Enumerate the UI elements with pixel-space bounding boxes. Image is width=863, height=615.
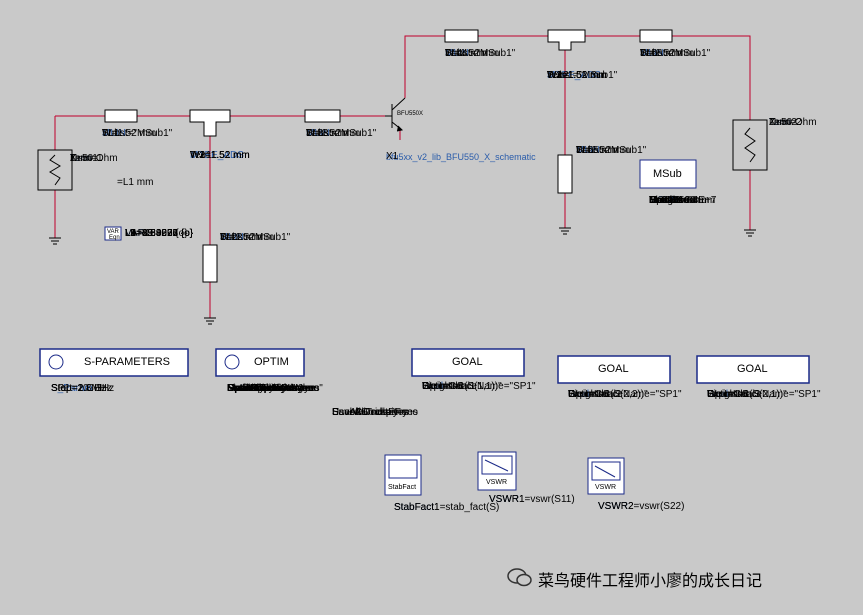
tl1-symbol (104, 109, 138, 123)
term1-type: Term (70, 153, 93, 164)
goal2-box-label: GOAL (598, 363, 629, 375)
optim-box-label: OPTIM (254, 356, 289, 368)
goal1-box-label: GOAL (452, 356, 483, 368)
tee2-symbol (547, 29, 586, 51)
watermark-text: 菜鸟硬件工程师小廖的成长日记 (538, 571, 763, 590)
term1-num-l1: =L1 mm (117, 177, 154, 188)
tl4-symbol (444, 29, 479, 43)
tl2-symbol (202, 244, 218, 283)
tl6-symbol (639, 29, 673, 43)
transistor-part: BFU550X (397, 111, 424, 117)
mlin-symbols (104, 29, 673, 283)
ground-symbols (49, 227, 756, 325)
sim-box-icons (48, 354, 240, 370)
tee-symbols (189, 29, 586, 137)
var-icon-sub: Eqn (109, 235, 120, 241)
stabfact-icon-text: StabFact (388, 484, 417, 491)
sim-boxes (39, 348, 810, 384)
vswr1-icon-text: VSWR (486, 479, 507, 486)
msub-box-label: MSub (653, 168, 682, 180)
tee1-symbol (189, 109, 231, 137)
sparam-box-label: S-PARAMETERS (84, 356, 170, 368)
var-icon (104, 226, 122, 241)
term-symbols (37, 119, 768, 191)
msub-box (639, 159, 697, 189)
wires (54, 35, 751, 318)
vswr2-icon-text: VSWR (595, 484, 616, 491)
measure-icon-graphics (388, 455, 621, 481)
tl5-symbol (557, 154, 573, 194)
measure-icons (384, 451, 625, 496)
term1-name: Term1 (70, 153, 98, 164)
var-icon-text: VAR (107, 229, 119, 235)
tl3-symbol (304, 109, 341, 123)
term1-z: Z=50 Ohm (70, 153, 118, 164)
term1-num: Num=1 (70, 153, 103, 164)
wechat-icon (507, 568, 532, 587)
transistor-symbol (385, 97, 406, 132)
goal3-box-label: GOAL (737, 363, 768, 375)
